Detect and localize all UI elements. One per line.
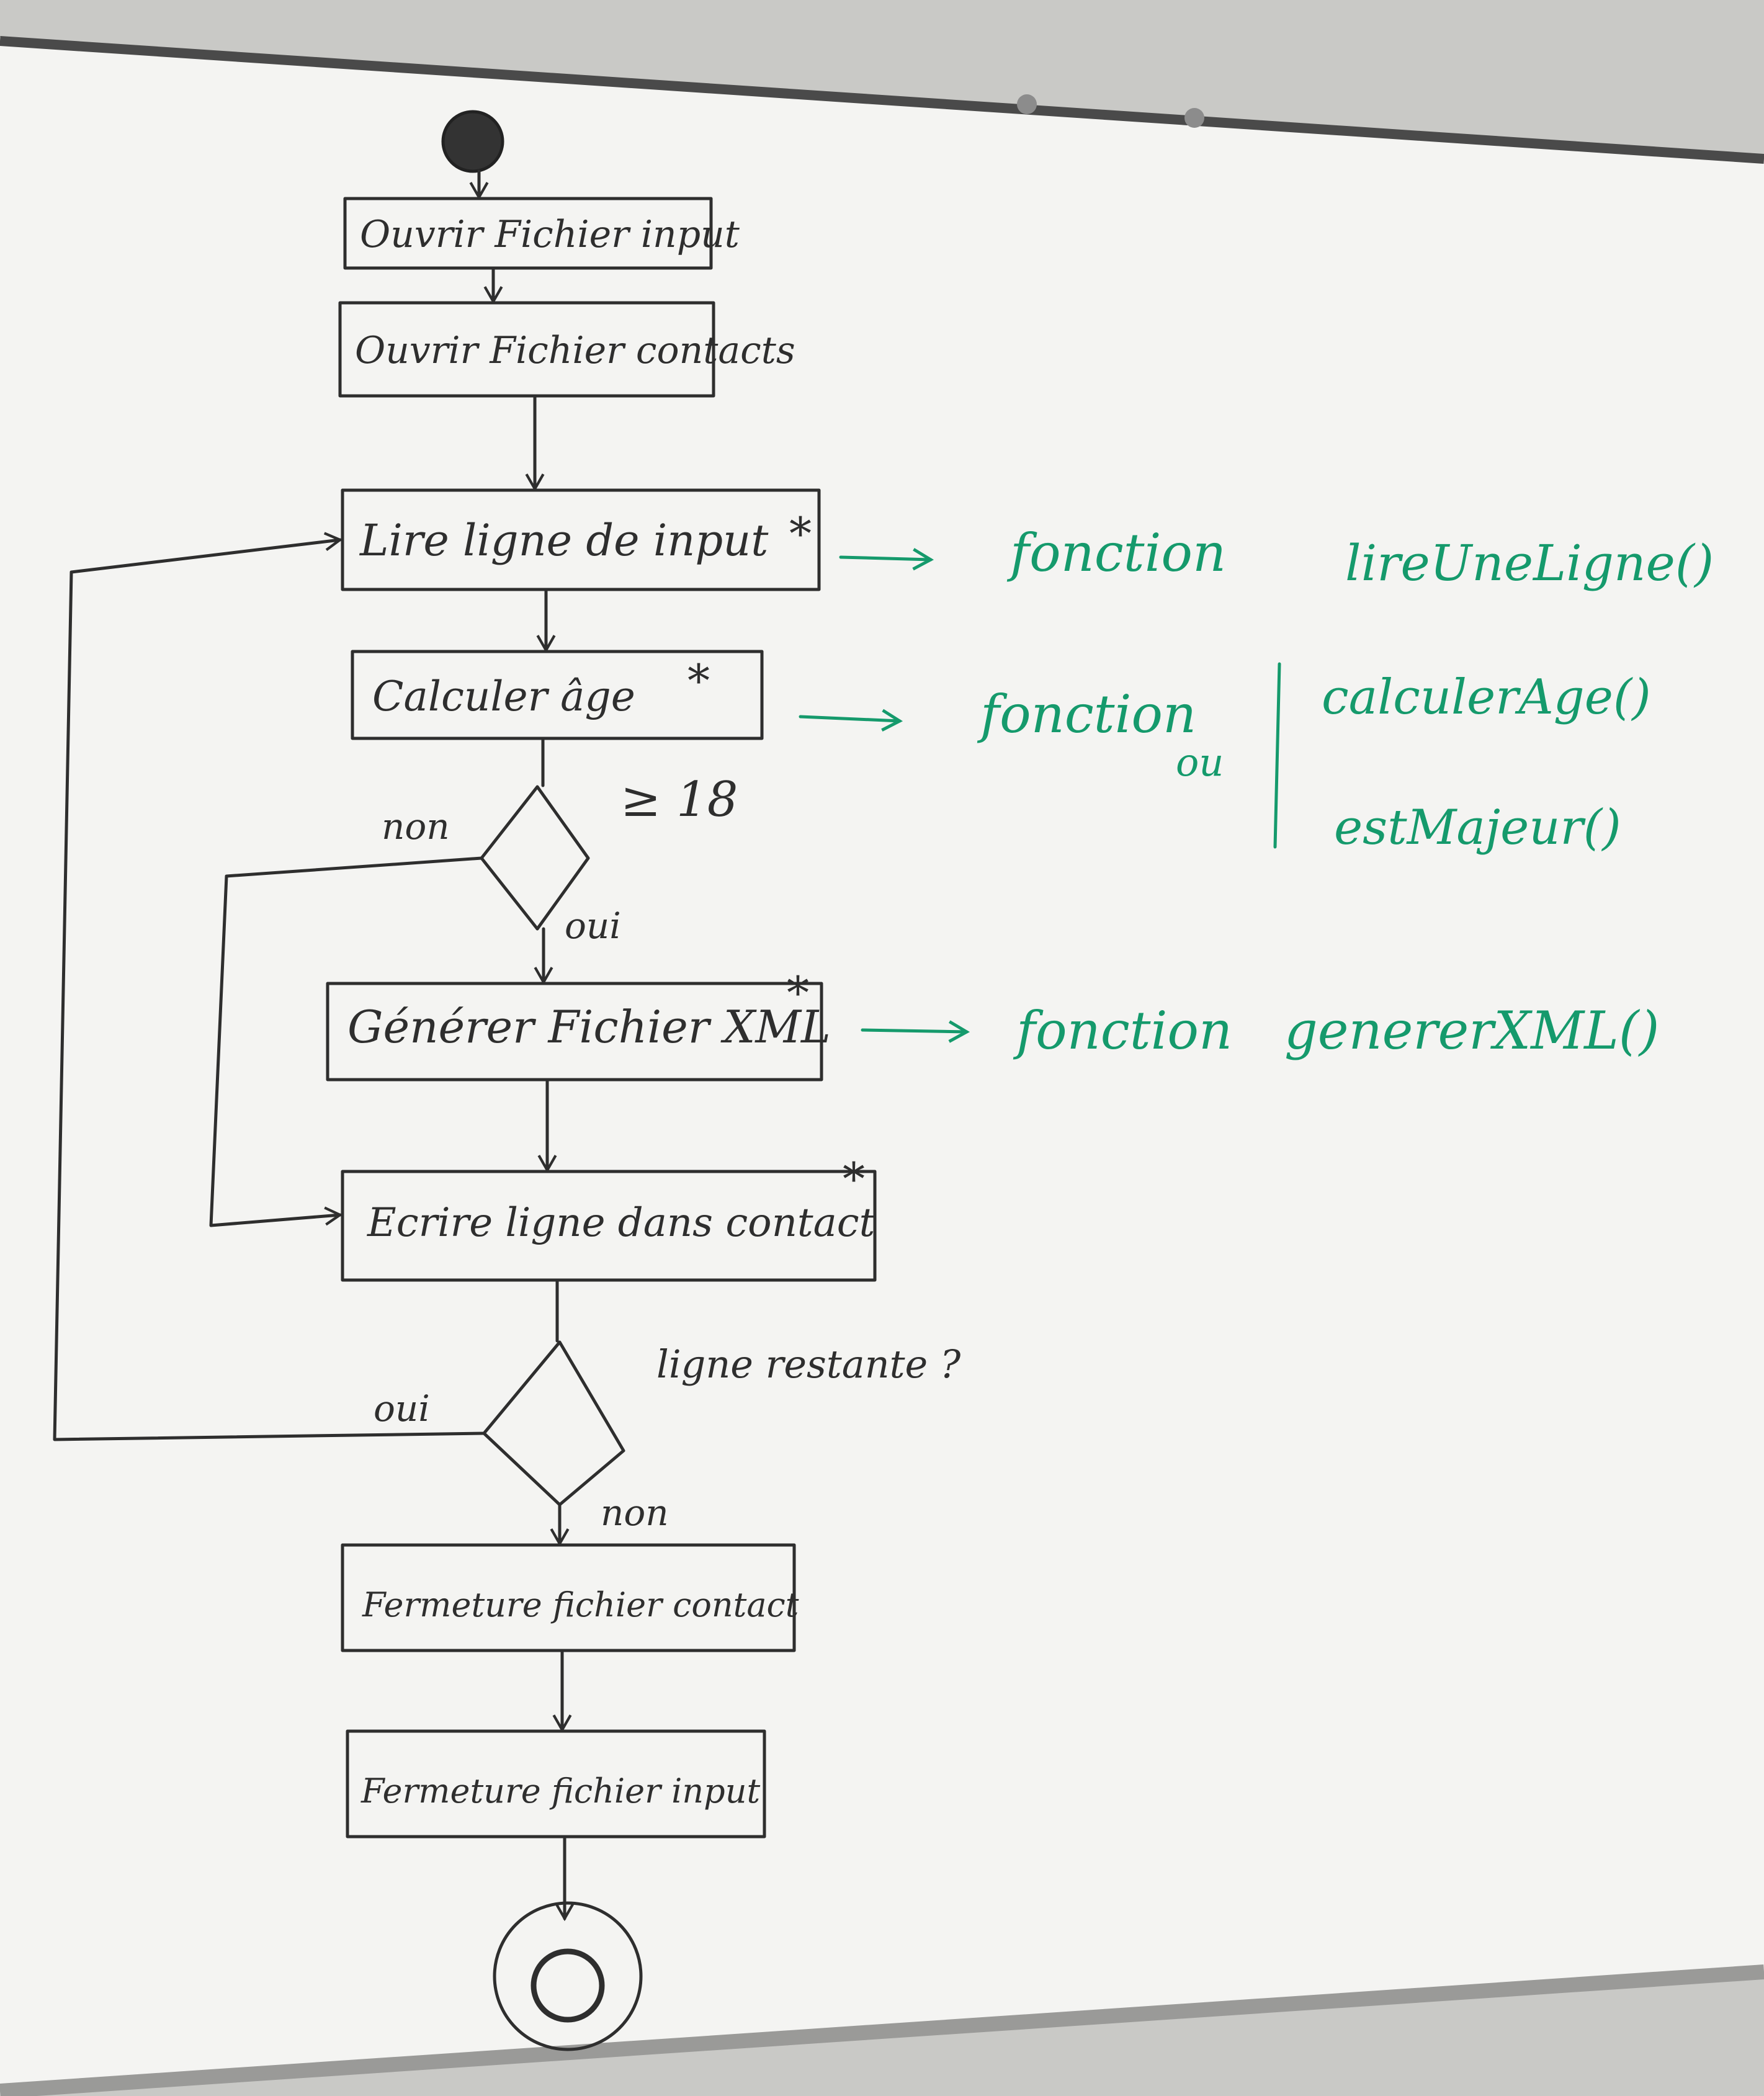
annotation-word: fonction bbox=[1013, 1000, 1232, 1061]
step-label: Fermeture fichier contact bbox=[362, 1585, 799, 1624]
repeat-marker: * bbox=[687, 655, 710, 707]
step-box bbox=[338, 301, 715, 398]
step-box bbox=[351, 650, 764, 740]
step-box bbox=[341, 1170, 877, 1282]
whiteboard-surface bbox=[0, 37, 1764, 2096]
annotation-word: fonction bbox=[1006, 522, 1226, 583]
rail-screw-icon bbox=[1017, 94, 1037, 114]
annotation-arrow bbox=[861, 1020, 970, 1043]
end-node bbox=[493, 1901, 643, 2051]
annotation-bracket bbox=[1273, 662, 1281, 849]
step-box bbox=[326, 982, 823, 1082]
decision-condition: ligne restante ? bbox=[656, 1341, 961, 1387]
end-node-core bbox=[531, 1948, 605, 2023]
annotation-or: ou bbox=[1176, 740, 1224, 785]
decision-condition: ≥ 18 bbox=[620, 772, 738, 828]
whiteboard-top-rail bbox=[0, 36, 1764, 164]
step-label: Ouvrir Fichier input bbox=[360, 213, 740, 256]
start-node bbox=[441, 110, 504, 173]
rail-screw-icon bbox=[1184, 108, 1204, 128]
step-label: Calculer âge bbox=[372, 673, 635, 720]
annotation-arrow bbox=[799, 709, 903, 732]
step-label: Lire ligne de input bbox=[359, 515, 769, 566]
annotation-function: calculerAge() bbox=[1322, 670, 1651, 725]
repeat-marker: * bbox=[789, 508, 812, 560]
step-label: Ecrire ligne dans contact bbox=[367, 1200, 875, 1246]
step-label: Fermeture fichier input bbox=[360, 1771, 761, 1811]
annotation-function: lireUneLigne() bbox=[1345, 534, 1714, 592]
decision-yes-label: oui bbox=[565, 905, 621, 947]
decision-yes-label: oui bbox=[374, 1387, 430, 1430]
step-label: Ouvrir Fichier contacts bbox=[355, 329, 795, 372]
repeat-marker: * bbox=[787, 967, 809, 1019]
repeat-marker: * bbox=[843, 1153, 865, 1205]
decision-diamond bbox=[480, 785, 590, 931]
step-label: Générer Fichier XML bbox=[347, 1001, 831, 1053]
annotation-function: estMajeur() bbox=[1334, 800, 1621, 856]
decision-no-label: non bbox=[601, 1492, 669, 1534]
decision-no-label: non bbox=[382, 805, 450, 848]
bypass-arrow bbox=[209, 856, 483, 1227]
whiteboard-bottom-rail bbox=[0, 1964, 1764, 2096]
annotation-word: fonction bbox=[977, 684, 1196, 745]
annotation-function: genererXML() bbox=[1284, 1000, 1659, 1061]
loop-back-arrow bbox=[53, 532, 486, 1441]
step-box bbox=[343, 197, 713, 270]
annotation-arrow bbox=[839, 548, 934, 571]
